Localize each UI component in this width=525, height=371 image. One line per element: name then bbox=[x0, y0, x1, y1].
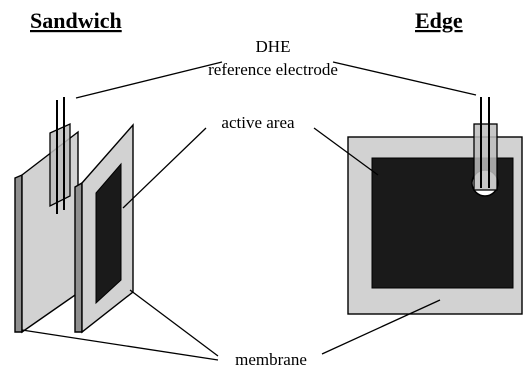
membrane-label: membrane bbox=[235, 350, 307, 369]
edge-heading: Edge bbox=[415, 8, 463, 33]
sandwich-electrode-holder bbox=[49, 122, 71, 208]
sandwich-heading: Sandwich bbox=[30, 8, 122, 33]
membrane-leader-edge bbox=[321, 299, 441, 355]
front-plate-side bbox=[74, 181, 83, 333]
active-area-label: active area bbox=[221, 113, 295, 132]
sandwich-reference-electrode bbox=[49, 97, 71, 214]
edge-assembly bbox=[347, 97, 523, 315]
sandwich-active-area bbox=[95, 162, 122, 305]
dhe-leader-sandwich bbox=[75, 61, 223, 99]
membrane-leader-front-plate bbox=[129, 289, 219, 357]
dhe-label: DHE bbox=[256, 37, 291, 56]
edge-reference-electrode bbox=[471, 97, 499, 197]
active-area-leader-edge bbox=[313, 127, 379, 176]
edge-electrode-holder bbox=[473, 123, 498, 191]
back-plate-side bbox=[14, 173, 23, 333]
membrane-leader-back-plate bbox=[21, 329, 219, 361]
leader-lines bbox=[21, 61, 477, 361]
reference-electrode-label: reference electrode bbox=[208, 60, 338, 79]
dhe-leader-edge bbox=[332, 61, 477, 96]
active-area-leader-sandwich bbox=[122, 127, 207, 209]
front-membrane-plate bbox=[74, 123, 134, 334]
sandwich-assembly bbox=[14, 97, 134, 334]
